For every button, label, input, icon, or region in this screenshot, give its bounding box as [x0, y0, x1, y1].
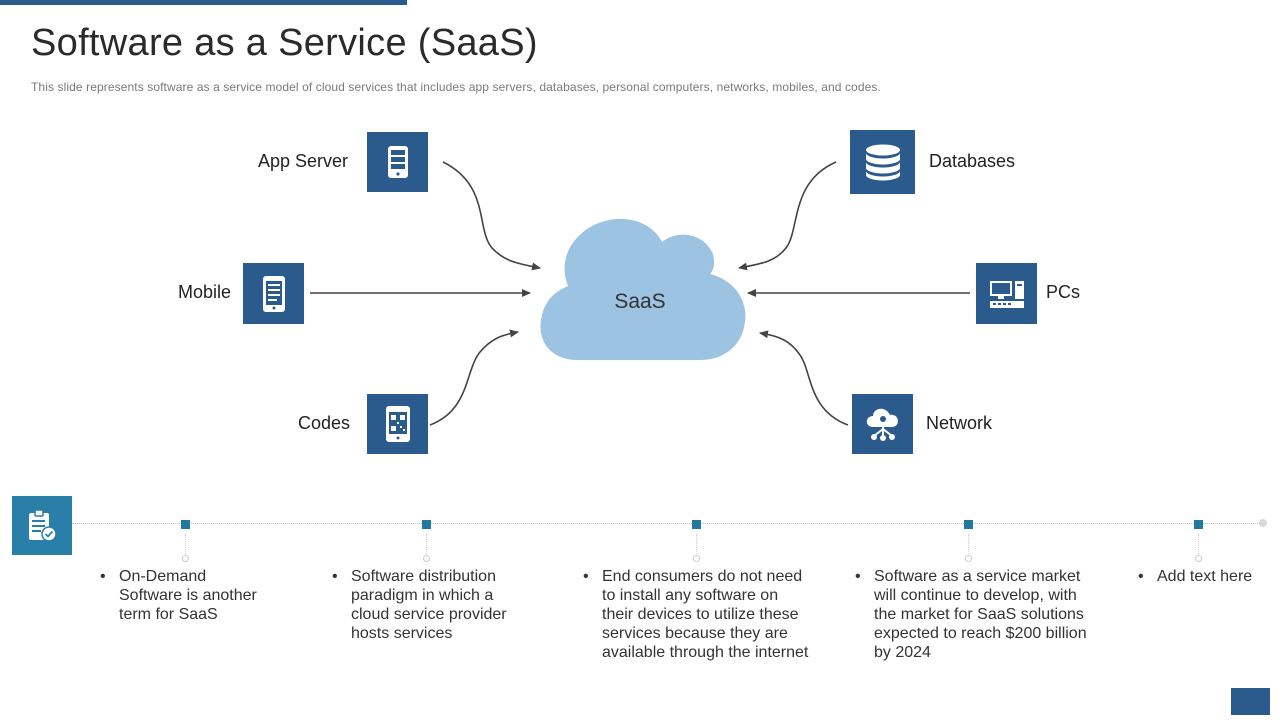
timeline-marker [422, 520, 431, 529]
timeline-marker [181, 520, 190, 529]
server-icon [387, 146, 408, 178]
network-label: Network [926, 413, 993, 433]
slide-title: Software as a Service (SaaS) [31, 22, 538, 64]
databases-box [850, 130, 915, 194]
cloud-network-icon [866, 408, 898, 441]
databases-label: Databases [929, 151, 1016, 171]
timeline-dot [423, 555, 430, 562]
timeline-stem [426, 534, 428, 554]
timeline-stem [185, 534, 187, 554]
saas-center-label: SaaS [614, 290, 666, 313]
timeline-stem [696, 534, 698, 554]
timeline-dot [1195, 555, 1202, 562]
arrow-codes [429, 329, 519, 426]
mobile-icon [262, 275, 285, 312]
qr-code-icon [385, 406, 410, 442]
timeline-item-5: •Add text here [1138, 568, 1253, 585]
timeline-marker [964, 520, 973, 529]
mobile-label: Mobile [178, 282, 232, 302]
slide-subtitle: This slide represents software as a serv… [31, 80, 881, 94]
arrow-app-server [442, 161, 541, 271]
timeline-stem [1198, 534, 1200, 554]
timeline-end-dot [1259, 519, 1267, 527]
pcs-label: PCs [1046, 282, 1081, 302]
corner-accent-block [1231, 688, 1270, 715]
saas-cloud-shape [540, 218, 746, 360]
timeline-icon-box [12, 496, 72, 555]
arrow-network [759, 330, 849, 426]
timeline-item-3: •End consumers do not need to install an… [583, 568, 809, 661]
timeline-item-2: •Software distribution paradigm in which… [332, 568, 507, 642]
timeline-dot [182, 555, 189, 562]
codes-box [367, 394, 428, 454]
timeline-item-1: •On-Demand Software is another term for … [100, 568, 257, 623]
timeline-item-4: •Software as a service market will conti… [855, 568, 1087, 661]
network-box [852, 394, 913, 454]
mobile-box [243, 263, 304, 324]
top-accent-bar [0, 0, 407, 5]
timeline-line [72, 523, 1262, 524]
timeline-dot [693, 555, 700, 562]
app-server-label: App Server [258, 151, 349, 171]
computer-icon [989, 280, 1024, 308]
timeline-stem [968, 534, 970, 554]
clipboard-check-icon [29, 508, 57, 542]
app-server-box [367, 132, 428, 192]
diagram-arrows [310, 161, 970, 426]
timeline-marker [692, 520, 701, 529]
arrow-databases [738, 161, 837, 271]
codes-label: Codes [298, 413, 351, 433]
timeline-dot [965, 555, 972, 562]
database-icon [865, 144, 900, 181]
timeline-marker [1194, 520, 1203, 529]
pcs-box [976, 263, 1037, 324]
